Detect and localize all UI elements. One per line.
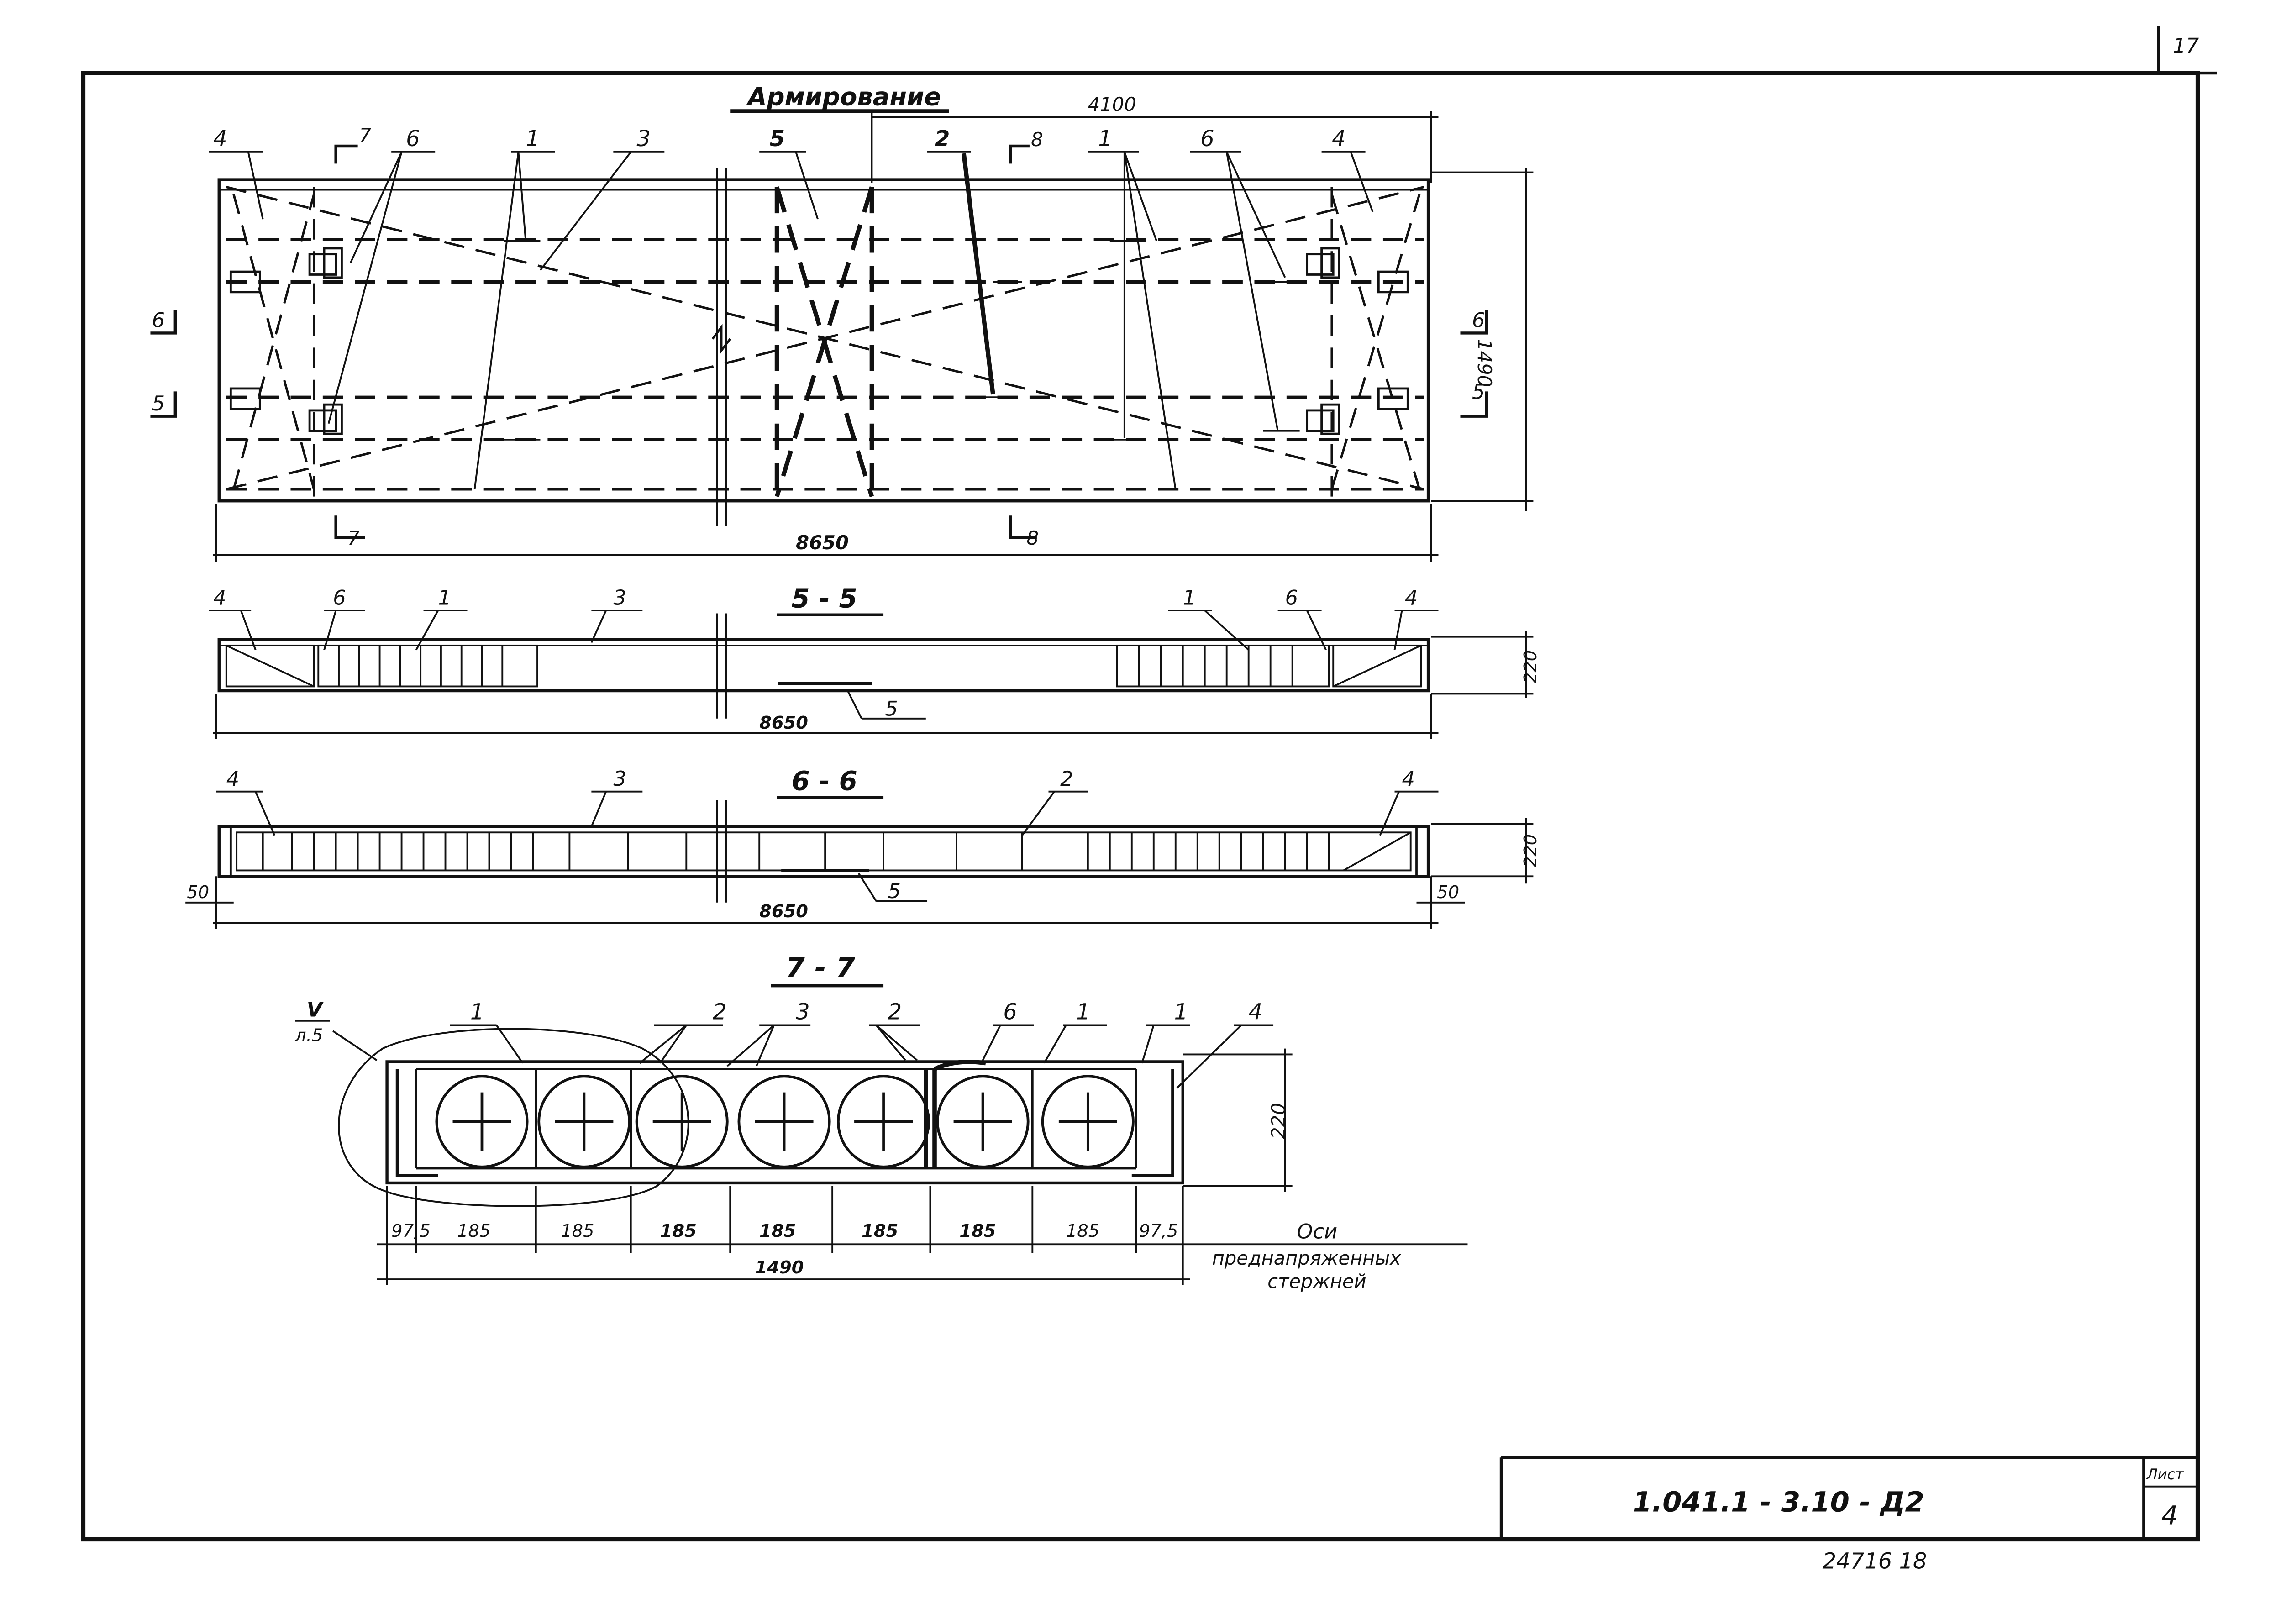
section-5-5-dim-length: 8650 (759, 713, 808, 733)
section-mark-6-right: 6 (1472, 308, 1485, 332)
section-5-5-stirrups (225, 644, 1422, 688)
plan-dim-8650: 8650 (796, 531, 849, 554)
plan-section-marks (150, 144, 1488, 539)
section-7-7-dim-height: 220 (1267, 1103, 1290, 1139)
section-5-5-callout-4-left: 4 (213, 585, 226, 610)
section-7-7-dim-4: 185 (759, 1221, 796, 1241)
plan-dim-4100: 4100 (1088, 93, 1136, 116)
hollow-cores (435, 1075, 1135, 1168)
plan-dim-1490: 1490 (1473, 339, 1496, 387)
plan-title: Армирование (746, 82, 941, 111)
axes-label-line-3: стержней (1267, 1270, 1366, 1293)
section-6-6-stirrups (236, 831, 1412, 872)
section-6-6-dim-50-right: 50 (1437, 882, 1459, 903)
drawing-code: 1.041.1 - 3.10 - Д2 (1633, 1487, 1924, 1519)
section-7-7-callout-4: 4 (1249, 999, 1263, 1025)
section-mark-8-bottom: 8 (1027, 527, 1039, 549)
section-7-7-callout-6: 6 (1003, 999, 1017, 1025)
section-7-7-dim-6: 185 (959, 1221, 996, 1241)
section-6-6: 6 - 6 (185, 766, 1541, 929)
section-6-6-callout-4-right: 4 (1402, 767, 1415, 791)
section-7-7-dim-0: 97,5 (391, 1221, 430, 1241)
plan-callout-5: 5 (770, 126, 785, 152)
section-5-5: 5 - 5 (209, 583, 1541, 739)
section-6-6-dim-length: 8650 (759, 901, 808, 922)
section-5-5-callout-5: 5 (885, 696, 898, 720)
section-6-6-callout-2: 2 (1060, 767, 1073, 791)
detail-sheet-ref: л.5 (294, 1025, 323, 1046)
section-7-7-dim-3: 185 (660, 1221, 697, 1241)
section-7-7-dim-total: 1490 (755, 1257, 804, 1278)
plan-callout-1-right: 1 (1098, 126, 1112, 152)
section-5-5-callout-6-left: 6 (333, 585, 346, 610)
embedded-plates (229, 247, 1409, 435)
detail-ref-V: V (307, 997, 324, 1021)
section-6-6-callout-5: 5 (888, 879, 901, 903)
section-mark-8-top: 8 (1031, 128, 1043, 151)
section-6-6-title: 6 - 6 (792, 766, 857, 797)
sheet-number: 4 (2161, 1500, 2178, 1531)
section-7-7-callout-2-b: 2 (888, 999, 902, 1025)
sheet-frame (81, 26, 2217, 1542)
plan-callout-6-left: 6 (406, 126, 420, 152)
page-number: 17 (2173, 33, 2199, 58)
section-6-6-callout-3: 3 (613, 767, 626, 791)
section-7-7-callout-1-c: 1 (1174, 999, 1188, 1025)
section-5-5-leaders (209, 610, 1534, 739)
section-5-5-callout-1-left: 1 (438, 585, 451, 610)
section-mark-7-bottom: 7 (347, 527, 360, 549)
central-mesh-5 (774, 186, 874, 498)
section-7-7-dim-2: 185 (561, 1221, 594, 1241)
section-6-6-leaders (185, 790, 1534, 929)
plan-callout-4-left: 4 (213, 126, 227, 152)
section-7-7-dim-8: 97,5 (1139, 1221, 1178, 1241)
section-7-7: 7 - 7 V л.5 (294, 952, 1468, 1293)
axes-label-line-2: преднапряженных (1212, 1247, 1401, 1269)
section-7-7-dim-1: 185 (457, 1221, 490, 1241)
axes-label-line-1: Оси (1297, 1219, 1337, 1243)
section-7-7-dimensions (377, 1048, 1468, 1285)
plan-view: Армирование (150, 82, 1534, 562)
title-block: 1.041.1 - 3.10 - Д2 Лист 4 (1499, 1456, 2198, 1540)
section-5-5-callout-3: 3 (613, 585, 626, 610)
section-5-5-title: 5 - 5 (792, 583, 857, 614)
section-mark-6-left: 6 (152, 308, 165, 332)
section-5-5-callout-4-right: 4 (1405, 585, 1418, 610)
section-mark-5-left: 5 (152, 391, 165, 415)
section-7-7-callout-3: 3 (796, 999, 810, 1025)
section-5-5-callout-1-right: 1 (1183, 585, 1196, 610)
section-6-6-callout-4-left: 4 (226, 767, 239, 791)
footer-number: 24716 18 (1823, 1548, 1927, 1574)
section-7-7-title: 7 - 7 (786, 952, 856, 984)
section-7-7-dim-7: 185 (1066, 1221, 1099, 1241)
section-mark-5-right: 5 (1472, 379, 1485, 404)
section-7-7-callout-1-b: 1 (1076, 999, 1090, 1025)
section-6-6-dim-50-left: 50 (187, 882, 209, 903)
section-7-7-leaders (450, 1024, 1274, 1089)
section-mark-7-top: 7 (359, 124, 372, 146)
plan-dimensions (213, 111, 1534, 562)
section-7-7-frames (415, 1059, 1137, 1170)
sheet-label: Лист (2146, 1466, 2184, 1483)
section-7-7-callout-1-a: 1 (470, 999, 484, 1025)
section-6-6-dim-height: 220 (1520, 834, 1541, 867)
section-7-7-callout-2-a: 2 (713, 999, 727, 1025)
plan-leaders (209, 151, 1374, 489)
plan-callout-3: 3 (637, 126, 651, 152)
section-5-5-callout-6-right: 6 (1285, 585, 1298, 610)
plan-callout-1-left: 1 (526, 126, 540, 152)
section-7-7-dim-5: 185 (862, 1221, 898, 1241)
section-5-5-dim-height: 220 (1520, 650, 1541, 683)
slab-outline (217, 178, 1430, 503)
plan-callout-6-right: 6 (1200, 126, 1214, 152)
plan-callout-4-right: 4 (1332, 126, 1346, 152)
plan-callout-2: 2 (935, 126, 950, 152)
